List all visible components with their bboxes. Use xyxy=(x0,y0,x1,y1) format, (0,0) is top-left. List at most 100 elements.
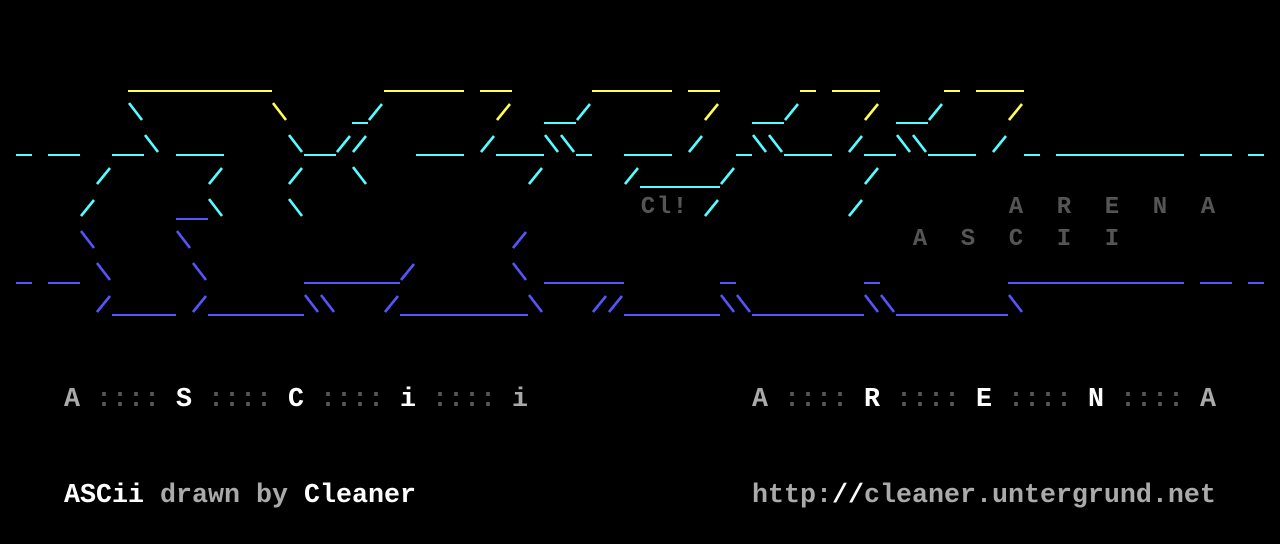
letter-i: i xyxy=(512,385,528,415)
underscore-stroke xyxy=(160,288,176,320)
underscore-stroke xyxy=(176,64,192,96)
underscore-stroke xyxy=(1136,256,1152,288)
underscore-stroke xyxy=(128,288,144,320)
underscore-stroke xyxy=(736,128,752,160)
underscore-stroke xyxy=(656,128,672,160)
slash-stroke xyxy=(848,192,864,224)
backslash-stroke xyxy=(512,256,528,288)
underscore-stroke xyxy=(688,64,704,96)
underscore-stroke xyxy=(272,288,288,320)
underscore-stroke xyxy=(560,256,576,288)
underscore-stroke xyxy=(128,64,144,96)
backslash-stroke xyxy=(96,256,112,288)
slash-stroke xyxy=(784,96,800,128)
underscore-stroke xyxy=(400,64,416,96)
slash-stroke xyxy=(608,288,624,320)
underscore-stroke xyxy=(432,288,448,320)
underscore-stroke xyxy=(992,288,1008,320)
underscore-stroke xyxy=(1056,128,1072,160)
underscore-stroke xyxy=(1200,256,1216,288)
underscore-stroke xyxy=(576,256,592,288)
underscore-stroke xyxy=(240,64,256,96)
underscore-stroke xyxy=(1200,128,1216,160)
underscore-stroke xyxy=(208,64,224,96)
separator: :::: xyxy=(208,385,272,415)
underscore-stroke xyxy=(1072,128,1088,160)
underscore-stroke xyxy=(1008,256,1024,288)
logo-letter: l xyxy=(656,194,672,221)
underscore-stroke xyxy=(416,64,432,96)
underscore-stroke xyxy=(768,96,784,128)
underscore-stroke xyxy=(192,192,208,224)
underscore-stroke xyxy=(832,288,848,320)
underscore-stroke xyxy=(1024,128,1040,160)
underscore-stroke xyxy=(688,288,704,320)
underscore-stroke xyxy=(976,288,992,320)
credit-drawn-by: drawn by xyxy=(159,481,288,511)
slash-stroke xyxy=(528,160,544,192)
letter-a: A xyxy=(1200,385,1216,415)
slash-stroke xyxy=(208,160,224,192)
underscore-stroke xyxy=(176,128,192,160)
logo-letter: A xyxy=(912,226,928,253)
slash-stroke xyxy=(368,96,384,128)
logo-letter: E xyxy=(1104,194,1120,221)
backslash-stroke xyxy=(128,96,144,128)
underscore-stroke xyxy=(416,128,432,160)
underscore-stroke xyxy=(256,64,272,96)
letter-s: S xyxy=(176,385,192,415)
backslash-stroke xyxy=(880,288,896,320)
backslash-stroke xyxy=(720,288,736,320)
underscore-stroke xyxy=(384,64,400,96)
backslash-stroke xyxy=(304,288,320,320)
logo-letter: I xyxy=(1104,226,1120,253)
underscore-stroke xyxy=(752,96,768,128)
underscore-stroke xyxy=(48,128,64,160)
underscore-stroke xyxy=(1168,256,1184,288)
underscore-stroke xyxy=(16,256,32,288)
slash-stroke xyxy=(992,128,1008,160)
underscore-stroke xyxy=(624,64,640,96)
backslash-stroke xyxy=(864,288,880,320)
logo-letter: N xyxy=(1152,194,1168,221)
underscore-stroke xyxy=(432,128,448,160)
slash-stroke xyxy=(80,192,96,224)
underscore-stroke xyxy=(944,128,960,160)
underscore-stroke xyxy=(320,128,336,160)
underscore-stroke xyxy=(224,288,240,320)
underscore-stroke xyxy=(576,128,592,160)
slash-stroke xyxy=(512,224,528,256)
backslash-stroke xyxy=(896,128,912,160)
underscore-stroke xyxy=(1168,128,1184,160)
underscore-stroke xyxy=(720,256,736,288)
logo-letter: A xyxy=(1200,194,1216,221)
underscore-stroke xyxy=(928,128,944,160)
backslash-stroke xyxy=(176,224,192,256)
separator: :::: xyxy=(432,385,496,415)
underscore-stroke xyxy=(352,96,368,128)
underscore-stroke xyxy=(160,64,176,96)
underscore-stroke xyxy=(48,256,64,288)
underscore-stroke xyxy=(400,288,416,320)
slash-stroke xyxy=(864,96,880,128)
underscore-stroke xyxy=(336,256,352,288)
backslash-stroke xyxy=(288,192,304,224)
slash-stroke xyxy=(384,288,400,320)
separator: :::: xyxy=(1008,385,1072,415)
underscore-stroke xyxy=(656,64,672,96)
url-link[interactable]: http://cleaner.untergrund.net xyxy=(752,480,1216,512)
underscore-stroke xyxy=(848,288,864,320)
underscore-stroke xyxy=(944,64,960,96)
underscore-stroke xyxy=(608,256,624,288)
slash-stroke xyxy=(704,192,720,224)
url-host: cleaner.untergrund.net xyxy=(863,481,1216,511)
slash-stroke xyxy=(704,96,720,128)
underscore-stroke xyxy=(1136,128,1152,160)
slash-stroke xyxy=(720,160,736,192)
underscore-stroke xyxy=(944,288,960,320)
underscore-stroke xyxy=(960,128,976,160)
underscore-stroke xyxy=(1008,64,1024,96)
underscore-stroke xyxy=(1152,128,1168,160)
underscore-stroke xyxy=(896,288,912,320)
